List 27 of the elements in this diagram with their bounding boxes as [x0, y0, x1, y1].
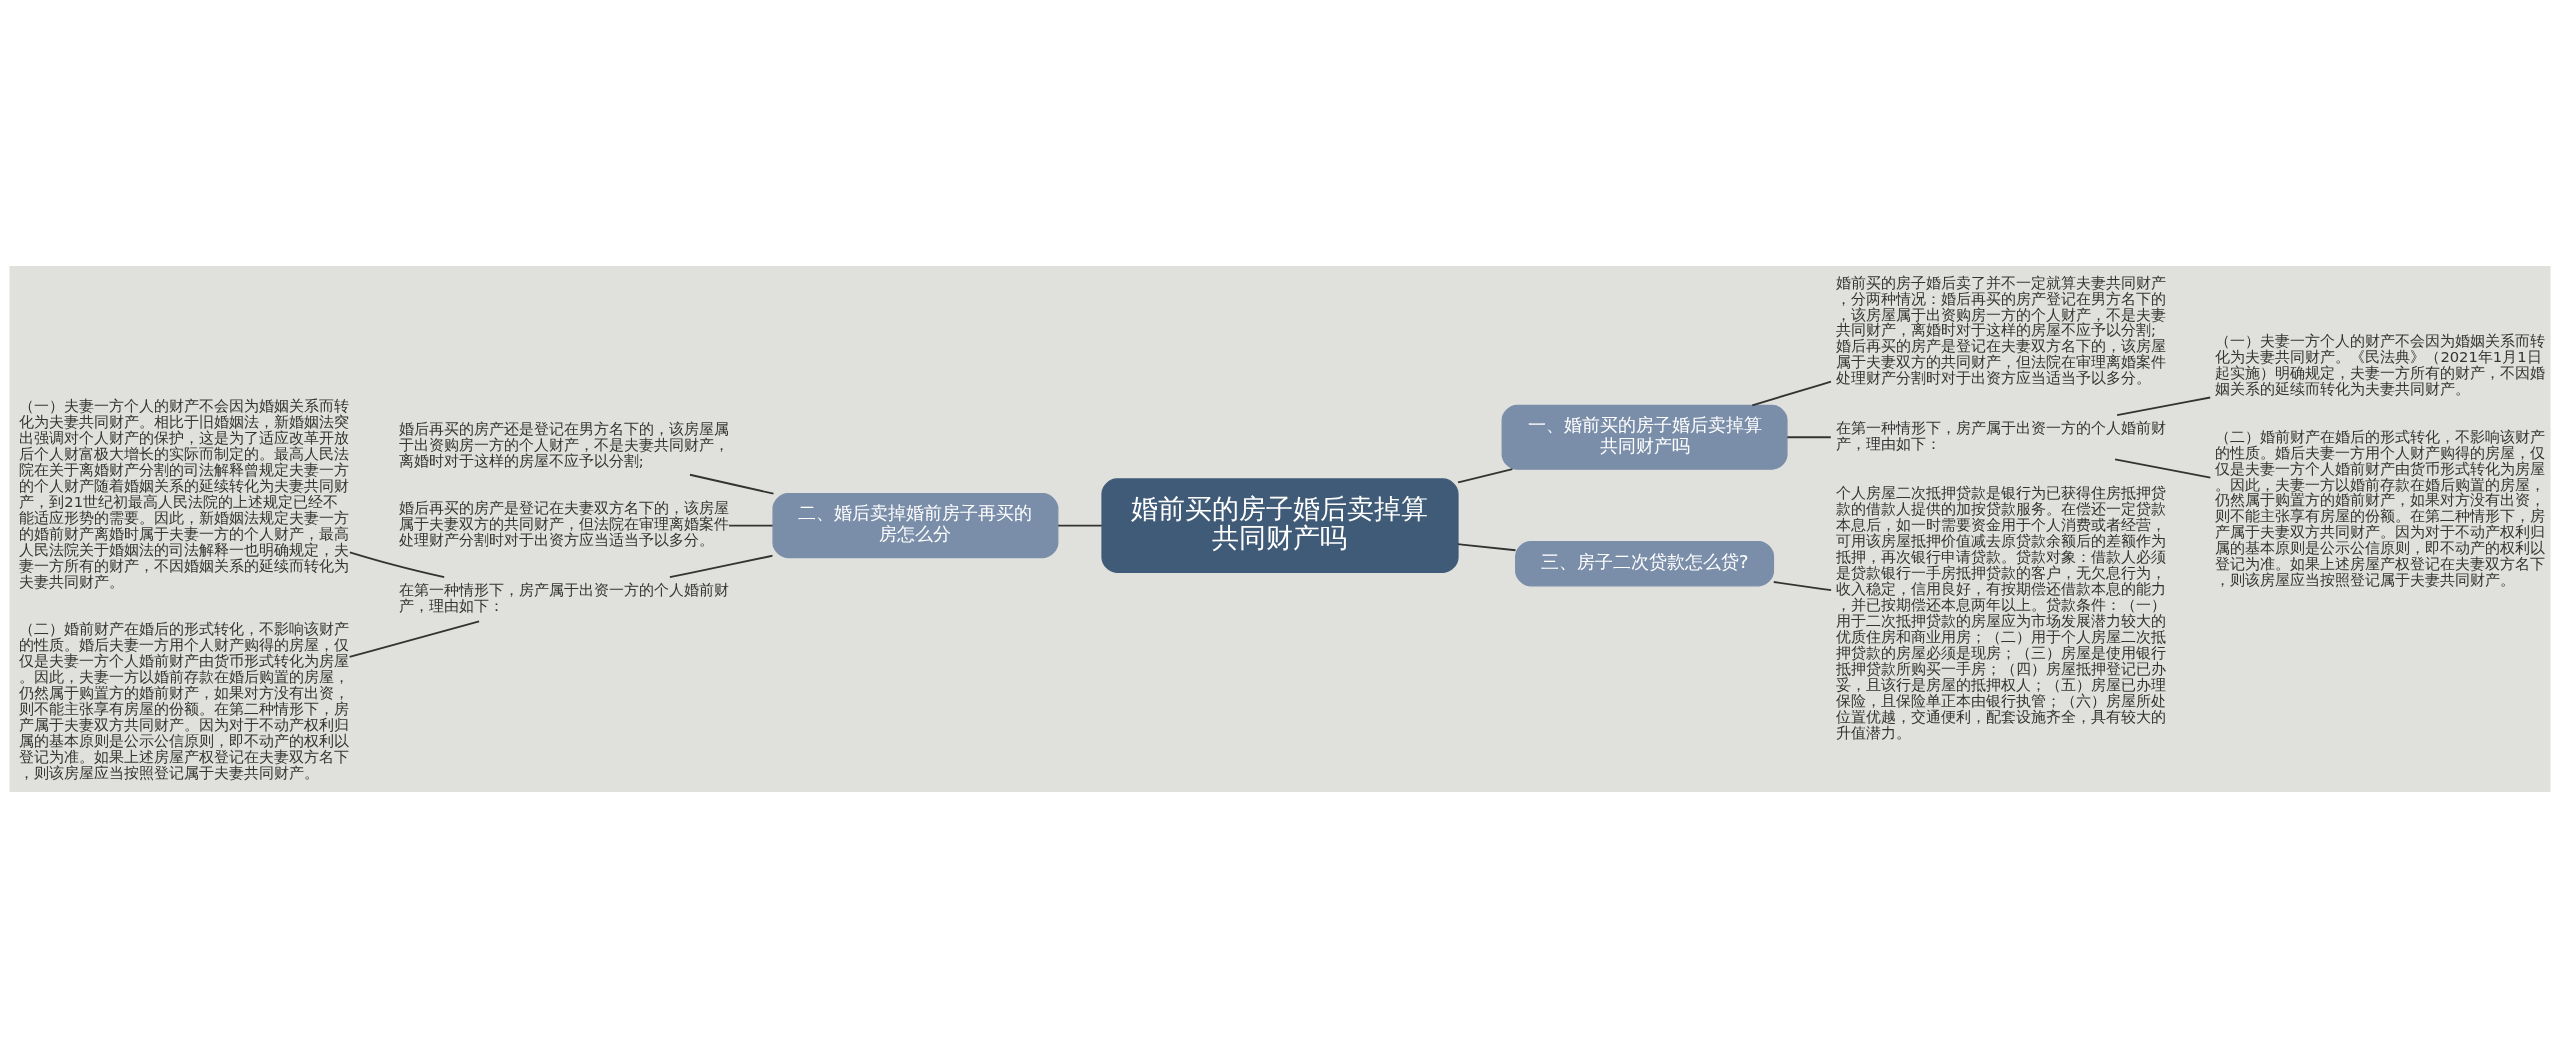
- node-box: 婚前买的房子婚后卖掉算共同财产吗: [1101, 477, 1459, 573]
- node-text: （一）夫妻一方个人的财产不会因为婚姻关系而转化为夫妻共同财产。相比于旧婚姻法，新婚姻法突出强调对个人财产的保护，这是为了适应改革开放后个人财富极大增长的实际而制定的。最高人民法院在关于离婚财产分割的司法解释曾规定夫妻一方的个人财产随着婚姻关系的延续转化为夫妻共同财产，到21世纪初最高人民法院的上述规定已经不能适应形势的需要。因此，新婚姻法规定夫妻一方的婚前财产离婚时属于夫妻一方的个人财产，最高人民法院关于婚姻法的司法解释一也明确规定，夫妻一方所有的财产，不因婚姻关系的延续而转化为夫妻共同财产。: [19, 396, 350, 590]
- connector: [689, 473, 775, 495]
- connector: [1457, 542, 1517, 551]
- connector: [728, 524, 774, 527]
- node-box: 一、婚前买的房子婚后卖掉算共同财产吗: [1501, 404, 1788, 470]
- node-text: 婚后再买的房产是登记在夫妻双方名下的，该房屋属于夫妻双方的共同财产，但法院在审理离婚案件处理财产分割时对于出资方应当适当予以多分。: [398, 498, 729, 548]
- connector: [1057, 524, 1103, 527]
- connector: [1751, 380, 1832, 406]
- node-text: 个人房屋二次抵押贷款是银行为已获得住房抵押贷款的借款人提供的加按贷款服务。在偿还一定贷款本息后，如一时需要资金用于个人消费或者经营，可用该房屋抵押价值减去原贷款余额后的差额作为抵押，再次银行申请贷款。贷款对象：借款人必须是贷款银行一手房抵押贷款的客户，无欠息行为，收入稳定，信用良好，有按期偿还借款本息的能力，并已按期偿还本息两年以上。贷款条件：（一）用于二次抵押贷款的房屋应为市场发展潜力较大的优质住房和商业用房；（二）用于个人房屋二次抵押贷款的房屋必须是现房；（三）房屋是使用银行抵押贷款所购买一手房；（四）房屋抵押登记已办妥，且该行是房屋的抵押权人；（五）房屋已办理保险，且保险单正本由银行执管；（六）房屋所处位置优越，交通便利，配套设施齐全，具有较大的升值潜力。: [1836, 483, 2167, 740]
- connector: [1457, 467, 1514, 483]
- node-text: （二）婚前财产在婚后的形式转化，不影响该财产的性质。婚后夫妻一方用个人财产购得的房屋，仅仅是夫妻一方个人婚前财产由货币形式转化为房屋。因此，夫妻一方以婚前存款在婚后购置的房屋，仍然属于购置方的婚前财产，如果对方没有出资，则不能主张享有房屋的份额。在第二种情形下，房产属于夫妻双方共同财产。因为对于不动产权利归属的基本原则是公示公信原则，即不动产的权利以登记为准。如果上述房屋产权登记在夫妻双方名下，则该房屋应当按照登记属于夫妻共同财产。: [19, 619, 350, 781]
- connector: [1786, 435, 1832, 438]
- node-text: 在第一种情形下，房产属于出资一方的个人婚前财产，理由如下：: [1836, 418, 2167, 452]
- connector: [348, 550, 446, 578]
- node-text: 婚前买的房子婚后卖了并不一定就算夫妻共同财产，分两种情况：婚后再买的房产登记在男方名下的，该房屋属于出资购房一方的个人财产，不是夫妻共同财产，离婚时对于这样的房屋不应予以分割;婚后再买的房产是登记在夫妻双方名下的，该房屋属于夫妻双方的共同财产，但法院在审理离婚案件处理财产分割时对于出资方应当适当予以多分。: [1836, 273, 2167, 386]
- connector: [668, 554, 774, 578]
- node-text: （一）夫妻一方个人的财产不会因为婚姻关系而转化为夫妻共同财产。《民法典》（2021年1月1日起实施）明确规定，夫妻一方所有的财产，不因婚姻关系的延续而转化为夫妻共同财产。: [2215, 331, 2546, 397]
- connector: [2114, 457, 2212, 479]
- node-box: 二、婚后卖掉婚前房子再买的房怎么分: [772, 492, 1059, 558]
- connector: [348, 620, 481, 658]
- connector: [1772, 580, 1833, 591]
- node-box: 三、房子二次贷款怎么贷?: [1515, 540, 1775, 586]
- node-text: （二）婚前财产在婚后的形式转化，不影响该财产的性质。婚后夫妻一方用个人财产购得的房屋，仅仅是夫妻一方个人婚前财产由货币形式转化为房屋。因此，夫妻一方以婚前存款在婚后购置的房屋，仍然属于购置方的婚前财产，如果对方没有出资，则不能主张享有房屋的份额。在第二种情形下，房产属于夫妻双方共同财产。因为对于不动产权利归属的基本原则是公示公信原则，即不动产的权利以登记为准。如果上述房屋产权登记在夫妻双方名下，则该房屋应当按照登记属于夫妻共同财产。: [2215, 427, 2546, 588]
- node-text: 在第一种情形下，房产属于出资一方的个人婚前财产，理由如下：: [398, 580, 729, 614]
- node-text: 婚后再买的房产还是登记在男方名下的，该房屋属于出资购房一方的个人财产，不是夫妻共同财产，离婚时对于这样的房屋不应予以分割;: [398, 419, 729, 469]
- connector: [2116, 396, 2212, 416]
